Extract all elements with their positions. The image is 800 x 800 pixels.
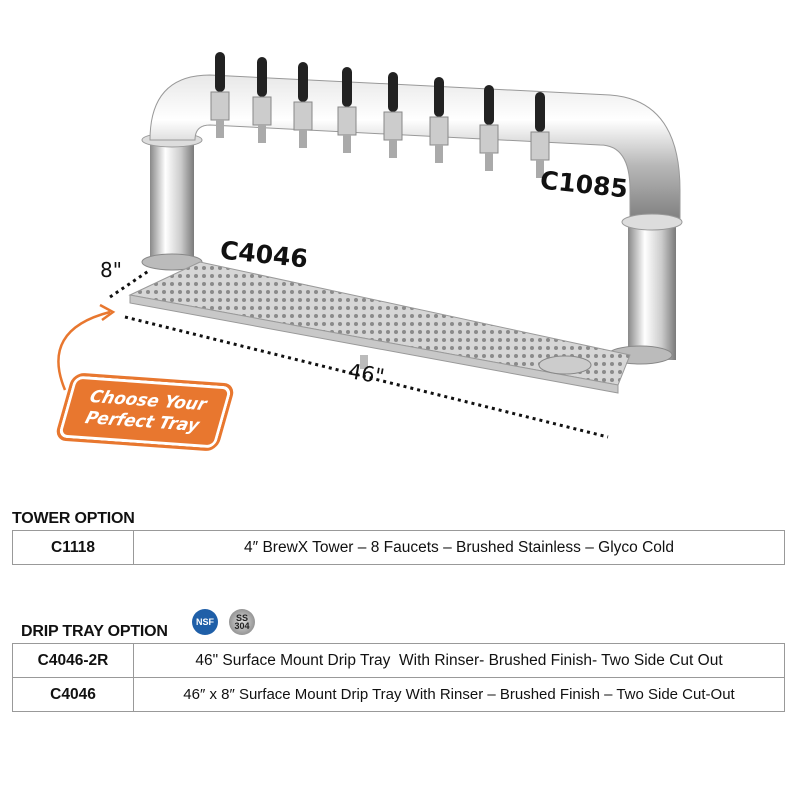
- drip-tray-option-heading: DRIP TRAY OPTION: [21, 623, 168, 640]
- faucets: [210, 52, 550, 178]
- depth-dimension: 8": [100, 258, 122, 282]
- table-row: C1118 4″ BrewX Tower – 8 Faucets – Brush…: [12, 530, 785, 565]
- product-description: 46″ x 8″ Surface Mount Drip Tray With Ri…: [133, 677, 785, 712]
- curved-arrow: [57, 310, 111, 391]
- tower-option-table: C1118 4″ BrewX Tower – 8 Faucets – Brush…: [12, 530, 785, 565]
- table-row: C4046-2R 46" Surface Mount Drip Tray Wit…: [12, 643, 785, 678]
- choose-tray-callout: Choose Your Perfect Tray: [53, 372, 237, 452]
- product-image: [57, 52, 683, 439]
- product-code: C4046: [12, 677, 134, 712]
- tower-left-column: [150, 130, 194, 265]
- drip-tray-option-table: C4046-2R 46" Surface Mount Drip Tray Wit…: [12, 643, 785, 712]
- tower-arch: [149, 74, 681, 226]
- product-code: C4046-2R: [12, 643, 134, 678]
- tower-right-column: [628, 220, 676, 360]
- product-code: C1118: [12, 530, 134, 565]
- product-description: 46" Surface Mount Drip Tray With Rinser-…: [133, 643, 785, 678]
- rinser: [538, 355, 592, 375]
- nsf-badge-icon: NSF: [192, 609, 218, 635]
- tower-option-heading: TOWER OPTION: [12, 510, 135, 527]
- table-row: C4046 46″ x 8″ Surface Mount Drip Tray W…: [12, 677, 785, 712]
- ss-grade-text: 304: [234, 621, 250, 631]
- product-description: 4″ BrewX Tower – 8 Faucets – Brushed Sta…: [133, 530, 785, 565]
- ss-text: SS: [235, 613, 248, 623]
